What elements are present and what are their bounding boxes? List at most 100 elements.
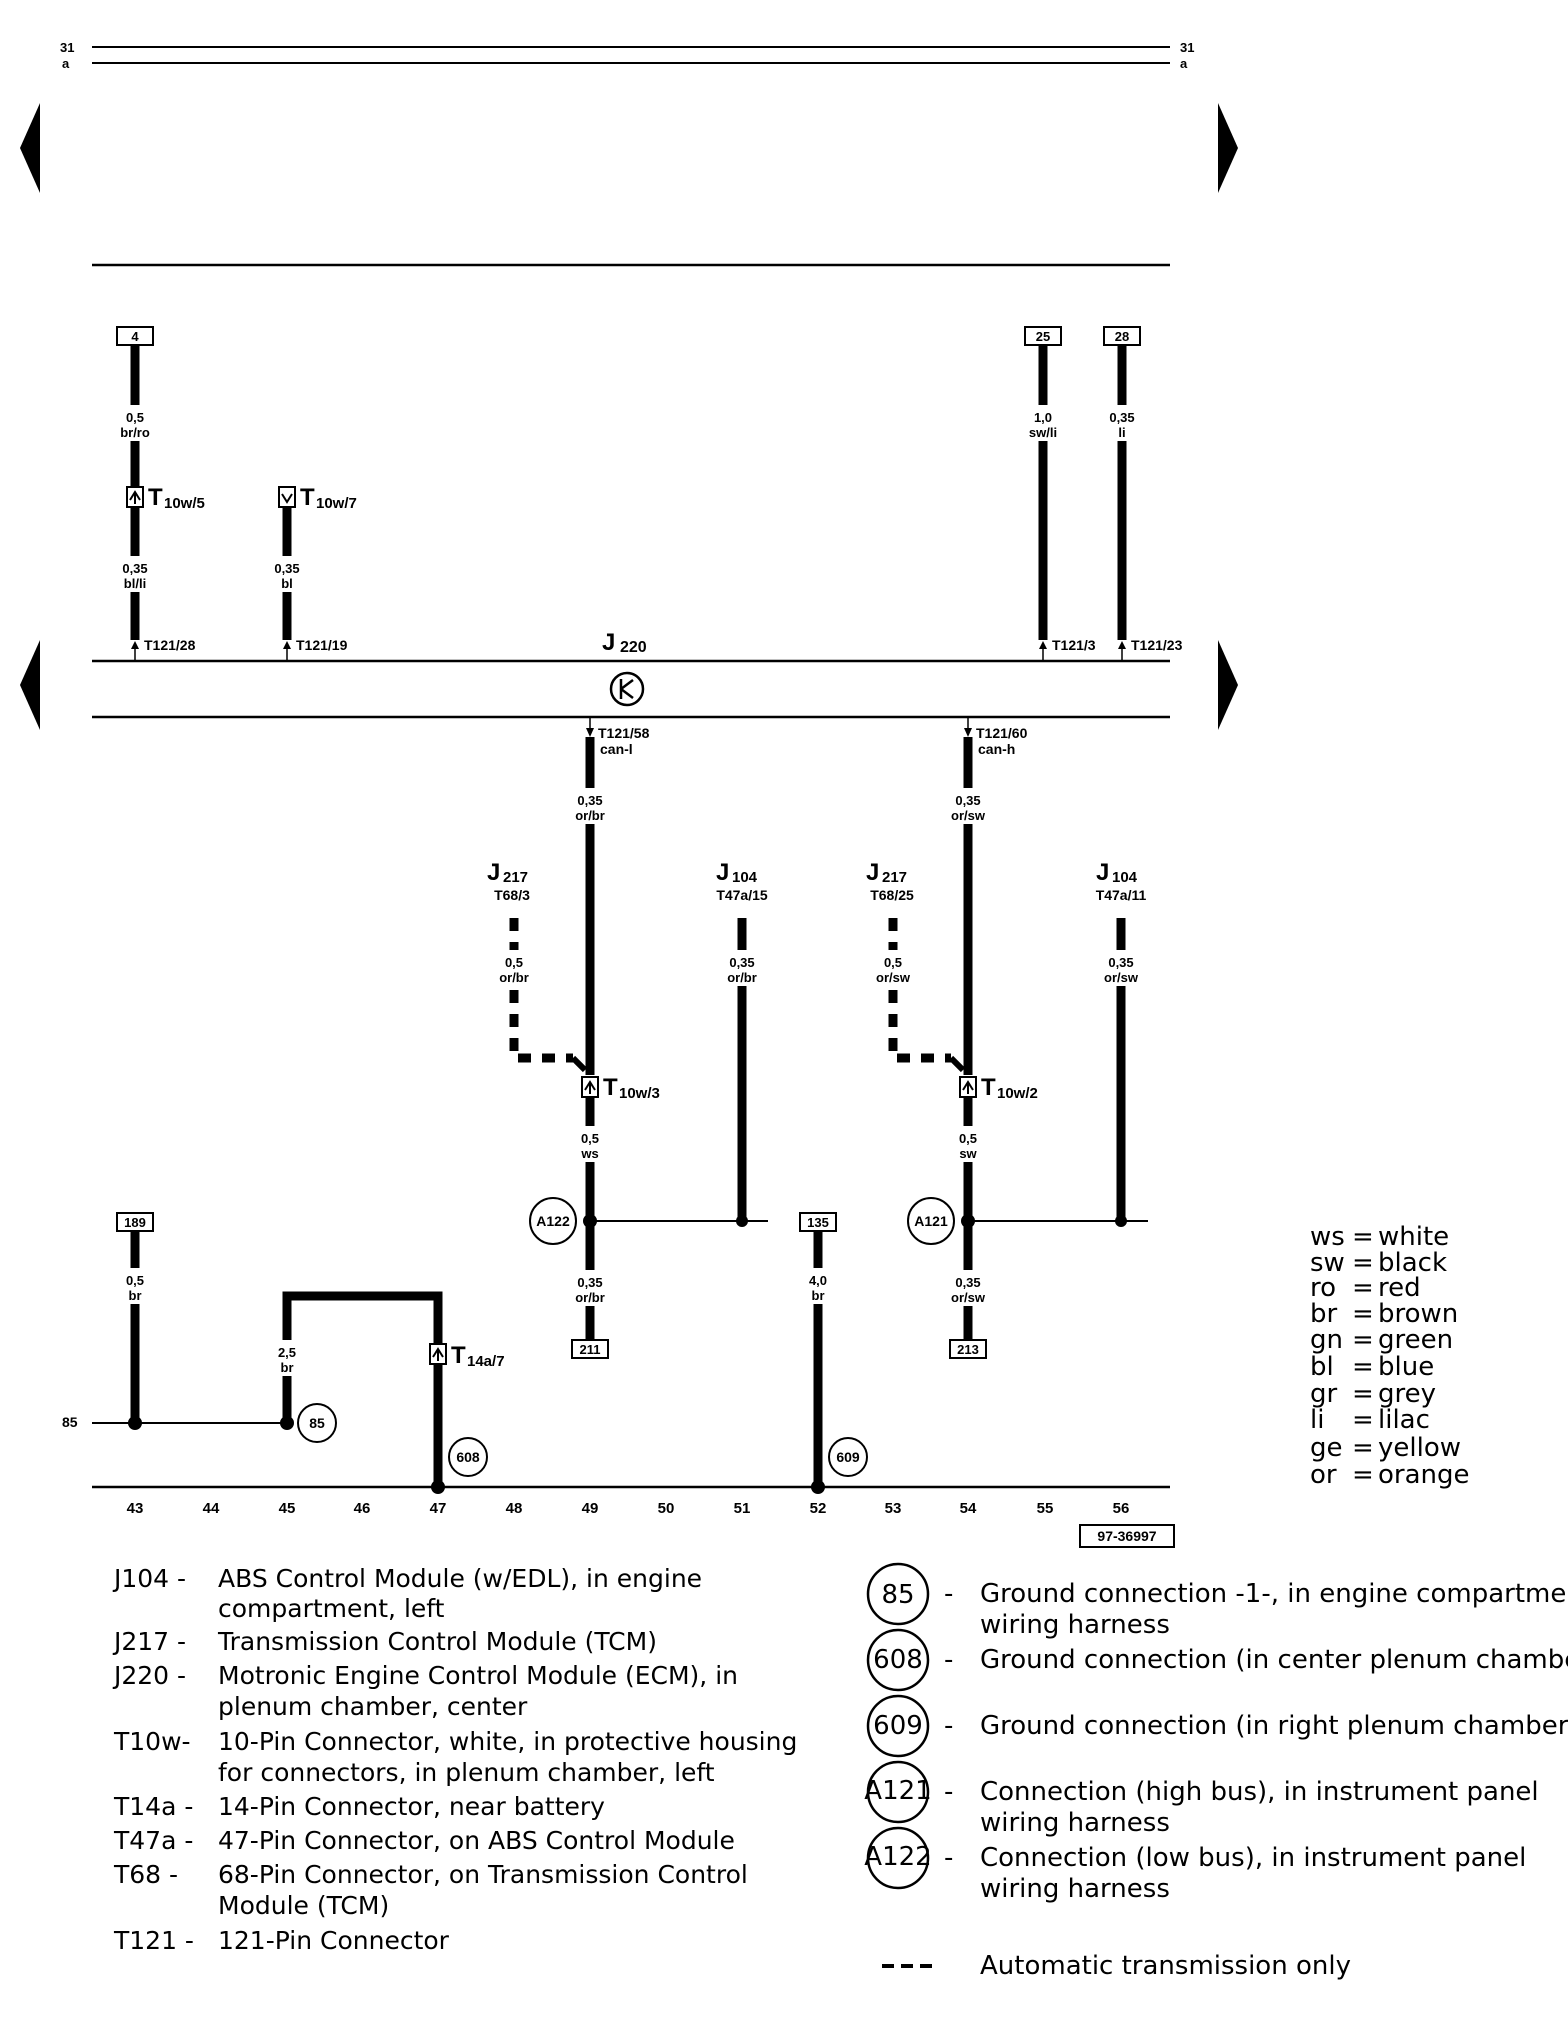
connector-label: 10w/5 [164, 495, 205, 512]
svg-text:or/sw: or/sw [951, 808, 986, 823]
color-name: black [1378, 1248, 1447, 1278]
color-name: lilac [1378, 1405, 1430, 1435]
svg-text:0,5: 0,5 [505, 955, 523, 970]
color-name: yellow [1378, 1433, 1461, 1463]
color-legend: ws = white sw = black ro = red br = brow… [1310, 1222, 1470, 1490]
previous-page-arrow-bottom[interactable] [20, 640, 40, 730]
svg-text:135: 135 [807, 1215, 829, 1230]
svg-text:or/sw: or/sw [1104, 970, 1139, 985]
svg-text:0,35: 0,35 [122, 561, 147, 576]
ground-desc: wiring harness [980, 1808, 1170, 1838]
svg-text:br: br [281, 1360, 294, 1375]
svg-text:or/br: or/br [499, 970, 529, 985]
svg-text:2,5: 2,5 [278, 1345, 296, 1360]
svg-text:T68/25: T68/25 [870, 887, 914, 903]
pin-label: T121/19 [296, 637, 348, 653]
svg-text:=: = [1352, 1433, 1374, 1463]
component-code: T47a - [113, 1826, 193, 1855]
svg-text:85: 85 [309, 1415, 325, 1431]
svg-text:104: 104 [1112, 869, 1138, 886]
track-number: 51 [734, 1500, 751, 1517]
svg-text:=: = [1352, 1248, 1374, 1278]
svg-text:608: 608 [456, 1449, 480, 1465]
svg-text:0,5: 0,5 [959, 1131, 977, 1146]
component-desc: 47-Pin Connector, on ABS Control Module [218, 1826, 735, 1855]
svg-text:0,5: 0,5 [581, 1131, 599, 1146]
ground-desc: wiring harness [980, 1874, 1170, 1904]
svg-text:=: = [1352, 1352, 1374, 1382]
svg-text:189: 189 [124, 1215, 146, 1230]
abs-j104-label: J [716, 859, 729, 886]
connector-label: 10w/2 [997, 1085, 1038, 1102]
svg-text:=: = [1352, 1405, 1374, 1435]
splice-a122 [529, 1197, 577, 1245]
tcm-j217-label: J [866, 859, 879, 886]
dashed-line-legend-text: Automatic transmission only [980, 1951, 1351, 1981]
tcm-j217-label: J [487, 859, 500, 886]
track-number: 44 [203, 1500, 220, 1517]
svg-text:0,35: 0,35 [577, 793, 602, 808]
wire-br-ro-terminal-4: 4 0,5 br/ro T 10w/5 0,35 bl/li T121/28 [116, 326, 205, 661]
track-number: 46 [354, 1500, 371, 1517]
abs-j104-label: J [1096, 859, 1109, 886]
svg-text:104: 104 [732, 869, 758, 886]
component-desc: compartment, left [218, 1594, 445, 1623]
track-label-right: a [1180, 56, 1188, 71]
svg-text:A122: A122 [864, 1842, 931, 1872]
svg-text:0,35: 0,35 [577, 1275, 602, 1290]
next-page-arrow-top[interactable] [1218, 103, 1238, 193]
track-number: 49 [582, 1500, 599, 1517]
splice-a122-icon [866, 1826, 930, 1890]
color-code: gr [1310, 1379, 1338, 1409]
svg-text:-: - [944, 1645, 953, 1675]
svg-text:=: = [1352, 1299, 1374, 1329]
svg-text:217: 217 [503, 869, 528, 886]
track-number: 56 [1113, 1500, 1130, 1517]
svg-text:213: 213 [957, 1342, 979, 1357]
color-code: bl [1310, 1352, 1334, 1382]
color-code: gn [1310, 1325, 1343, 1355]
svg-text:-: - [944, 1777, 953, 1807]
svg-text:or/br: or/br [575, 808, 605, 823]
svg-text:sw/li: sw/li [1029, 425, 1057, 440]
ground-legend: 85 - Ground connection -1-, in engine co… [864, 1562, 1568, 1981]
ground-desc: Connection (high bus), in instrument pan… [980, 1777, 1539, 1807]
component-desc: 68-Pin Connector, on Transmission Contro… [218, 1860, 748, 1889]
component-desc: for connectors, in plenum chamber, left [218, 1758, 715, 1787]
svg-text:4,0: 4,0 [809, 1273, 827, 1288]
previous-page-arrow-top[interactable] [20, 103, 40, 193]
page-number-right: 31 [1180, 40, 1194, 55]
component-desc: Motronic Engine Control Module (ECM), in [218, 1661, 738, 1690]
ground-609-icon [866, 1694, 930, 1758]
svg-text:T: T [300, 484, 315, 511]
svg-text:-: - [944, 1843, 953, 1873]
header: 31 a 31 a [60, 40, 1194, 71]
component-desc: 121-Pin Connector [218, 1926, 450, 1955]
splice-a121-icon [866, 1760, 930, 1824]
can-low-branch: T121/58 can-l 0,35 or/br J 217 T68/3 0,5… [487, 717, 768, 1359]
svg-text:T47a/15: T47a/15 [716, 887, 768, 903]
svg-text:85: 85 [881, 1580, 914, 1610]
component-desc: plenum chamber, center [218, 1692, 528, 1721]
ground-ref-label: 85 [62, 1414, 78, 1430]
svg-text:0,35: 0,35 [1108, 955, 1133, 970]
ground-608-icon [448, 1437, 488, 1477]
next-page-arrow-bottom[interactable] [1218, 640, 1238, 730]
ground-section: 189 0,5 br 85 85 2,5 br T 14a/7 608 135 … [62, 1212, 868, 1494]
svg-text:bl: bl [281, 576, 293, 591]
color-name: brown [1378, 1299, 1458, 1329]
track-number: 48 [506, 1500, 523, 1517]
svg-text:28: 28 [1115, 329, 1129, 344]
ground-desc: Connection (low bus), in instrument pane… [980, 1843, 1526, 1873]
color-code: or [1310, 1460, 1337, 1490]
page-number-left: 31 [60, 40, 74, 55]
svg-text:=: = [1352, 1379, 1374, 1409]
svg-text:-: - [944, 1711, 953, 1741]
connector-label: 10w/7 [316, 495, 357, 512]
ground-85-icon [866, 1562, 930, 1626]
wire-color: br/ro [120, 425, 150, 440]
color-code: ge [1310, 1433, 1343, 1463]
component-desc: 10-Pin Connector, white, in protective h… [218, 1727, 797, 1756]
svg-text:ws: ws [580, 1146, 598, 1161]
component-legend: J104 - ABS Control Module (w/EDL), in en… [112, 1564, 797, 1955]
